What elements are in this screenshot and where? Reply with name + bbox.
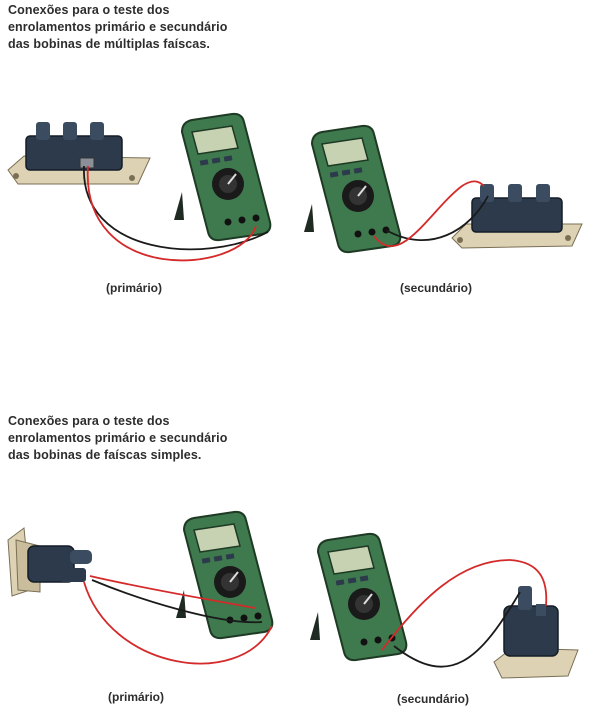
multi-spark-coil-primary: [7, 122, 151, 185]
multimeter-secondary-1: [303, 124, 402, 254]
black-lead-primary-2: [91, 579, 263, 624]
red-lead-secondary-1: [373, 180, 485, 248]
multi-spark-heading: Conexões para o teste dos enrolamentos p…: [8, 3, 228, 51]
multimeter-secondary-2: [309, 532, 408, 662]
red-lead-primary-2: [89, 575, 256, 609]
single-spark-coil-secondary: [493, 586, 579, 679]
caption-primary-single: (primário): [108, 690, 165, 704]
red-lead-primary-1: [87, 165, 257, 262]
single-spark-coil-primary: [7, 527, 92, 597]
black-lead-secondary-1: [385, 195, 489, 241]
multi-spark-coil-secondary: [451, 184, 583, 249]
caption-secondary-multi: (secundário): [400, 281, 473, 295]
black-lead-primary-1: [83, 165, 269, 251]
single-spark-heading: Conexões para o teste dos enrolamentos p…: [8, 414, 228, 462]
caption-primary-multi: (primário): [106, 281, 163, 295]
red-lead-secondary-2: [381, 559, 548, 651]
caption-secondary-single: (secundário): [397, 692, 470, 706]
black-lead-secondary-2: [393, 591, 521, 668]
red-lead-primary-2b: [83, 581, 273, 665]
multimeter-primary-1: [173, 112, 272, 242]
